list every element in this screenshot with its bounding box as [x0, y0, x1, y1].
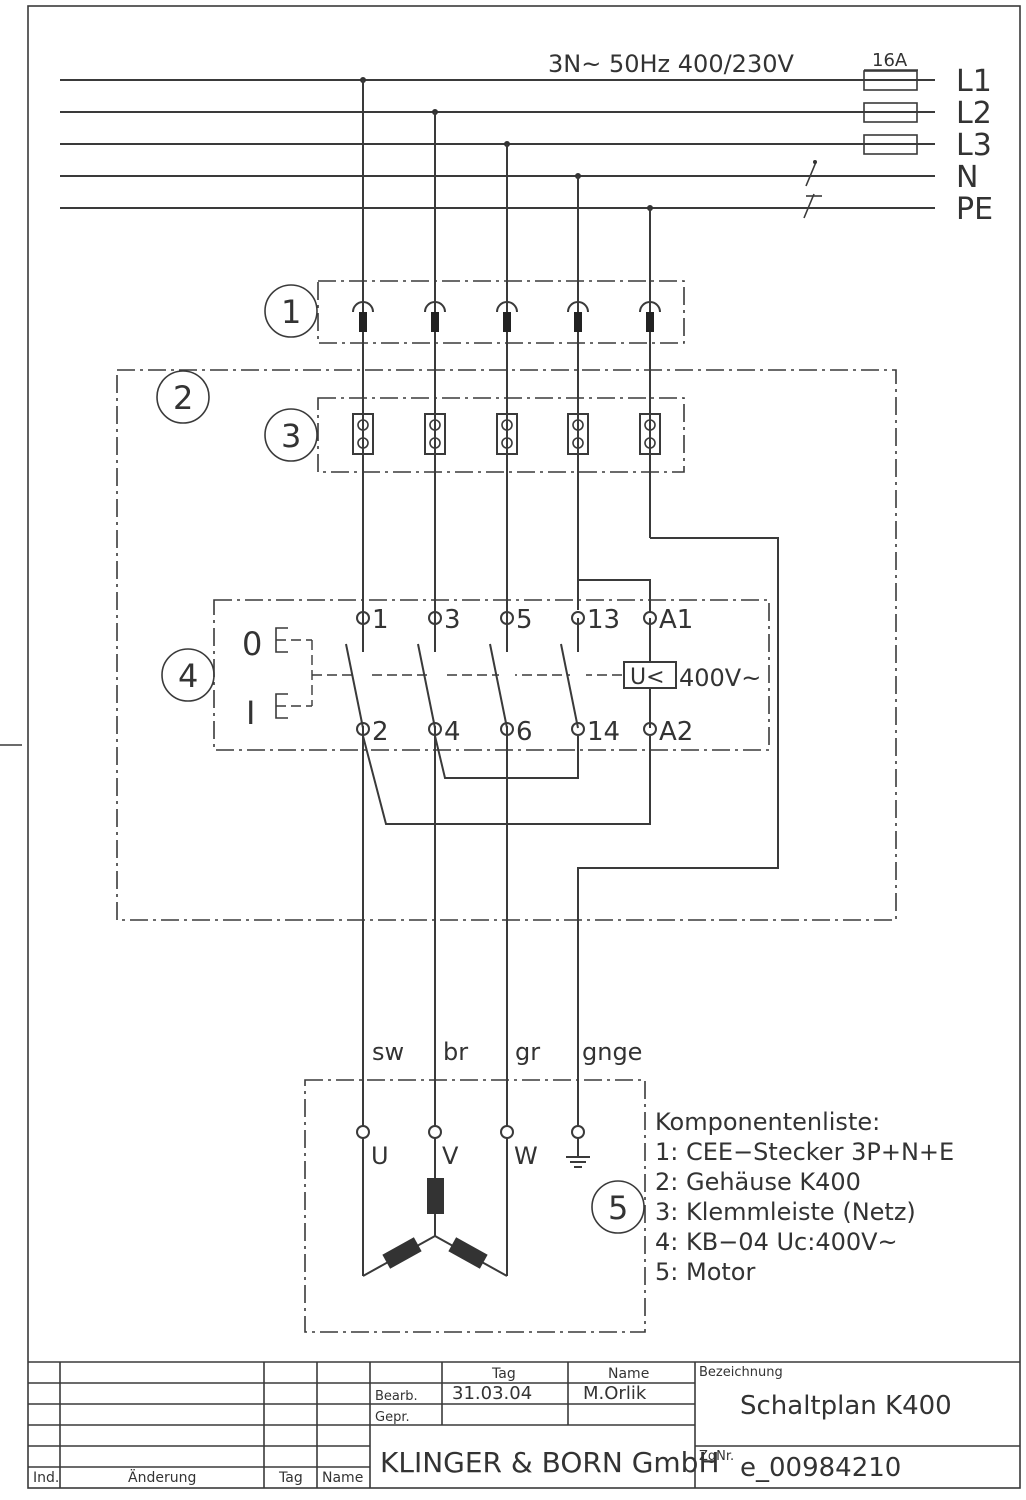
plug-pin [352, 301, 374, 332]
callout-3 [264, 408, 318, 462]
line-label-l2: L2 [956, 96, 992, 131]
switch-terminal-top-label: A1 [659, 605, 693, 635]
switch-terminal-top: 13 [571, 605, 620, 635]
designation: Schaltplan K400 [740, 1391, 952, 1421]
component-item-2: 2: Gehäuse K400 [655, 1168, 861, 1196]
supply-spec: 3N~ 50Hz 400/230V [548, 50, 794, 78]
tb-edited-name: M.Orlik [583, 1383, 647, 1404]
switch-terminal-bottom-label: 4 [444, 717, 461, 747]
drawing-no-label: ZgNr. [699, 1449, 734, 1464]
switch-terminal-top-label: 3 [444, 605, 461, 635]
plug-pin [496, 301, 518, 332]
fuse-rating: 16A [872, 50, 908, 71]
terminal-strip: 3 [264, 397, 685, 473]
tb-col-name: Name [322, 1470, 363, 1486]
wire-color-sw: sw [372, 1038, 404, 1066]
housing-k400: 2 [116, 369, 897, 921]
drawing-no: e_00984210 [740, 1453, 901, 1483]
plug-pin [639, 301, 661, 332]
svg-text:2: 2 [173, 379, 193, 417]
switch-terminal-top: 5 [500, 605, 533, 635]
fuse-l2 [863, 102, 918, 123]
title-block: Ind. Änderung Tag Name Tag Name Bearb. G… [28, 1361, 1020, 1488]
switch-terminal-bottom: 4 [428, 717, 461, 747]
component-item-1: 1: CEE−Stecker 3P+N+E [655, 1138, 954, 1166]
company-name: KLINGER & BORN GmbH [380, 1446, 720, 1479]
wire-color-br: br [443, 1038, 468, 1066]
plug-pin [567, 301, 589, 332]
switch-terminal-bottom-label: 2 [372, 717, 389, 747]
motor-terminal-v: V [442, 1142, 459, 1170]
tb-col-date: Tag [278, 1470, 303, 1486]
switch-terminal-bottom: A2 [643, 717, 693, 747]
cee-plug: 1 [264, 280, 685, 344]
wire-color-gr: gr [515, 1038, 540, 1066]
drawing-frame [27, 5, 1021, 1489]
svg-text:4: 4 [178, 657, 198, 695]
callout-2 [156, 370, 210, 424]
switch-terminal-bottom-label: 6 [516, 717, 533, 747]
component-item-4: 4: KB−04 Uc:400V~ [655, 1228, 898, 1256]
callout-1 [264, 284, 318, 338]
line-label-l1: L1 [956, 64, 992, 99]
designation-label: Bezeichnung [699, 1365, 783, 1380]
motor-terminal-u: U [371, 1142, 389, 1170]
plug-pin [424, 301, 446, 332]
line-label-pe: PE [956, 192, 993, 227]
tb-edited-date: 31.03.04 [452, 1383, 532, 1404]
supply-bus: 3N~ 50Hz 400/230V 16A L1 L2 L3 N PE [60, 50, 993, 227]
feeder-wires [362, 80, 779, 1126]
coil-voltage: 400V~ [679, 664, 761, 692]
component-item-5: 5: Motor [655, 1258, 755, 1286]
component-item-3: 3: Klemmleiste (Netz) [655, 1198, 916, 1226]
callout-4 [161, 648, 215, 702]
svg-text:3: 3 [281, 417, 301, 455]
terminal-block [567, 413, 589, 455]
switch-pos-on: I [246, 694, 255, 732]
terminal-block [424, 413, 446, 455]
tb-col-ind: Ind. [33, 1470, 59, 1486]
fuse-l1 [863, 70, 918, 91]
tb-hdr-name: Name [608, 1366, 649, 1382]
svg-text:U<: U< [630, 665, 665, 690]
switch-terminal-top: A1 [643, 605, 693, 635]
terminal-block [352, 413, 374, 455]
wire-color-gnge: gnge [582, 1038, 642, 1066]
switch-terminal-bottom: 14 [571, 717, 620, 747]
undervoltage-coil [623, 661, 677, 689]
line-label-l3: L3 [956, 128, 992, 163]
svg-text:1: 1 [281, 293, 301, 331]
switch-terminal-top-label: 13 [587, 605, 620, 635]
fuse-l3 [863, 134, 918, 155]
component-list: Komponentenliste: 1: CEE−Stecker 3P+N+E … [655, 1108, 954, 1286]
component-list-title: Komponentenliste: [655, 1108, 880, 1136]
motor: 5 sw br gr gnge U V W [304, 1038, 646, 1333]
switch-terminal-top-label: 5 [516, 605, 533, 635]
ground-icon [566, 1138, 590, 1168]
tb-row-edited: Bearb. [375, 1389, 418, 1404]
svg-text:5: 5 [608, 1189, 628, 1227]
switch-terminal-bottom-label: 14 [587, 717, 620, 747]
terminal-block [496, 413, 518, 455]
switch-terminal-top: 1 [356, 605, 389, 635]
switch-terminal-bottom: 6 [500, 717, 533, 747]
tb-col-change: Änderung [128, 1468, 196, 1486]
switch-terminal-bottom: 2 [356, 717, 389, 747]
switch-terminal-top-label: 1 [372, 605, 389, 635]
switch-pos-off: 0 [242, 625, 262, 663]
tb-hdr-date: Tag [491, 1366, 516, 1382]
line-label-n: N [956, 160, 978, 195]
motor-terminal-w: W [514, 1142, 538, 1170]
tb-row-checked: Gepr. [375, 1410, 410, 1425]
callout-5 [591, 1180, 645, 1234]
terminal-block [639, 413, 661, 455]
switch-terminal-top: 3 [428, 605, 461, 635]
motor-windings [362, 1138, 508, 1277]
switch-terminal-bottom-label: A2 [659, 717, 693, 747]
